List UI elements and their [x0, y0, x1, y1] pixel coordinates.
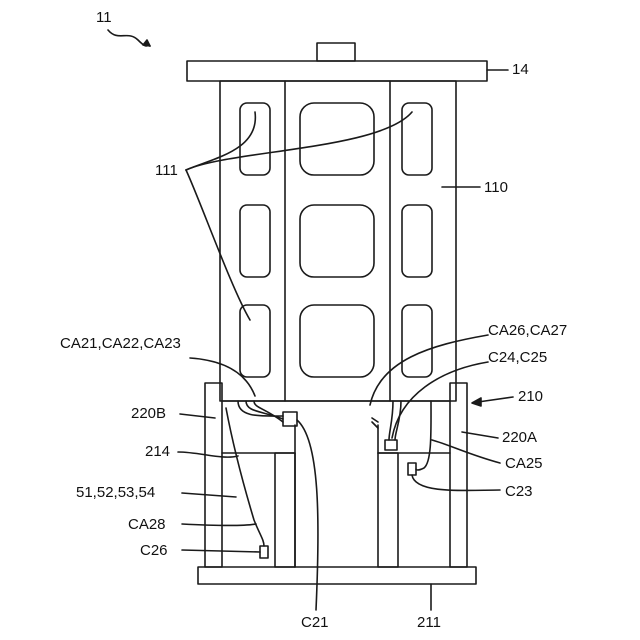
cable-ca25: [416, 401, 431, 470]
leader-parts: [182, 493, 236, 497]
window: [240, 305, 270, 377]
label-post-left: 220B: [131, 406, 166, 421]
connector-c24: [385, 440, 397, 450]
window: [240, 205, 270, 277]
window: [402, 103, 432, 175]
window: [402, 305, 432, 377]
window: [402, 205, 432, 277]
connector-c21: [283, 412, 297, 426]
leader-220b: [180, 414, 215, 418]
label-cable-ca28: CA28: [128, 517, 166, 532]
leader-c21: [297, 420, 318, 610]
label-conn-c26: C26: [140, 543, 168, 558]
post-left: [205, 383, 222, 567]
label-cables-left: CA21,CA22,CA23: [60, 336, 181, 351]
connector-c26: [260, 546, 268, 558]
label-base: 211: [417, 615, 441, 630]
label-top-plate: 14: [512, 62, 529, 77]
label-conn-right-top: C24,C25: [488, 350, 547, 365]
inner-column-left: [275, 453, 295, 567]
leader-ca25: [432, 440, 500, 463]
label-parts: 51,52,53,54: [76, 485, 155, 500]
label-cables-right: CA26,CA27: [488, 323, 567, 338]
label-frame: 210: [518, 389, 543, 404]
label-post-right: 220A: [502, 430, 537, 445]
label-cable-ca25: CA25: [505, 456, 543, 471]
leader-ca28: [182, 524, 256, 526]
label-conn-c21: C21: [301, 615, 329, 630]
cable-ca26-27-tail: [372, 418, 378, 428]
inner-column-right: [378, 453, 398, 567]
label-figure-number: 11: [96, 10, 112, 25]
window: [300, 305, 374, 377]
leader-c26: [182, 550, 260, 552]
connector-c23: [408, 463, 416, 475]
leader-210-head: [472, 398, 481, 406]
leader-c24: [392, 362, 488, 438]
label-windows: 111: [155, 163, 178, 178]
post-right: [450, 383, 467, 567]
figure-arrowhead: [143, 40, 150, 46]
label-beam: 214: [145, 444, 170, 459]
top-knob: [317, 43, 355, 61]
window: [300, 205, 374, 277]
window: [300, 103, 374, 175]
top-plate: [187, 61, 487, 81]
leader-ca26: [370, 335, 488, 405]
leader-210: [478, 397, 513, 402]
base-plate: [198, 567, 476, 584]
label-body: 110: [484, 180, 508, 195]
label-conn-c23: C23: [505, 484, 533, 499]
leader-c23: [412, 475, 500, 491]
